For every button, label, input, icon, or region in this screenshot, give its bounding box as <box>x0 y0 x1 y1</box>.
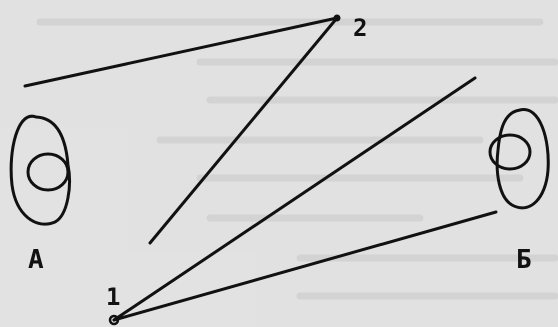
right-ear-label: Б <box>516 245 532 275</box>
point-2-marker <box>333 14 341 22</box>
line-point-1-lower <box>112 210 498 322</box>
line-point-2-down <box>148 16 339 245</box>
line-point-1-upper <box>112 76 477 322</box>
left-ear-label: А <box>28 245 44 275</box>
point-2-label: 2 <box>353 14 367 42</box>
right-ear-icon <box>488 108 550 210</box>
left-ear-icon <box>9 114 71 226</box>
point-1-marker <box>108 314 120 326</box>
point-1-label: 1 <box>106 283 120 311</box>
line-to-point-2 <box>23 16 339 88</box>
